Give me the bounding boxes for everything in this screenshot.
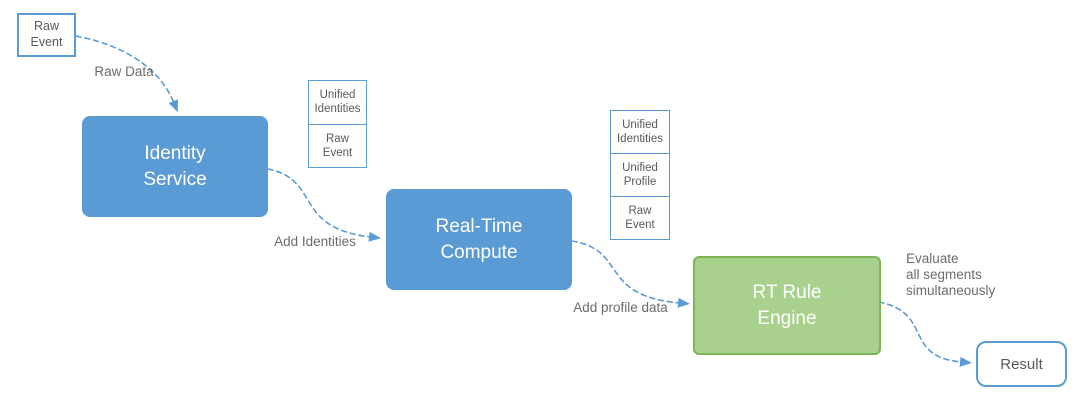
- stack-cell-label: Raw Event: [322, 132, 353, 159]
- stack-cell-raw-event: Raw Event: [309, 123, 366, 168]
- stack-cell-unified-identities: Unified Identities: [309, 81, 366, 124]
- node-raw-event: Raw Event: [17, 13, 76, 57]
- connector-identity-service-to-real-time-compute: [267, 168, 381, 242]
- node-raw-event-label: Raw Event: [30, 19, 63, 49]
- node-identity-service: Identity Service: [82, 116, 268, 217]
- connector-rt-rule-engine-to-result: [878, 301, 972, 367]
- node-real-time-compute-label: Real-Time Compute: [435, 215, 523, 263]
- data-stack-after-real-time-compute: Unified Identities Unified Profile Raw E…: [610, 110, 670, 240]
- data-stack-after-identity-service: Unified Identities Raw Event: [308, 80, 367, 168]
- stack-cell-label: Raw Event: [625, 204, 655, 231]
- stack-cell-label: Unified Identities: [616, 118, 664, 145]
- stack-cell-unified-identities: Unified Identities: [611, 111, 669, 153]
- stack-cell-label: Unified Profile: [622, 161, 658, 188]
- node-result: Result: [976, 341, 1067, 387]
- stack-cell-label: Unified Identities: [314, 89, 361, 116]
- node-identity-service-label: Identity Service: [143, 142, 207, 190]
- node-rt-rule-engine: RT Rule Engine: [693, 256, 881, 355]
- stack-cell-raw-event: Raw Event: [611, 196, 669, 239]
- node-rt-rule-engine-label: RT Rule Engine: [752, 281, 822, 329]
- connector-label-raw-data: Raw Data: [94, 64, 154, 79]
- connector-label-add-profile-data: Add profile data: [573, 300, 668, 315]
- connector-real-time-compute-to-rt-rule-engine: [571, 240, 690, 308]
- node-real-time-compute: Real-Time Compute: [386, 189, 572, 290]
- connector-label-evaluate-segments: Evaluate all segments simultaneously: [906, 251, 996, 298]
- connector-label-add-identities: Add Identities: [274, 234, 356, 249]
- node-result-label: Result: [1000, 355, 1043, 373]
- stack-cell-unified-profile: Unified Profile: [611, 153, 669, 196]
